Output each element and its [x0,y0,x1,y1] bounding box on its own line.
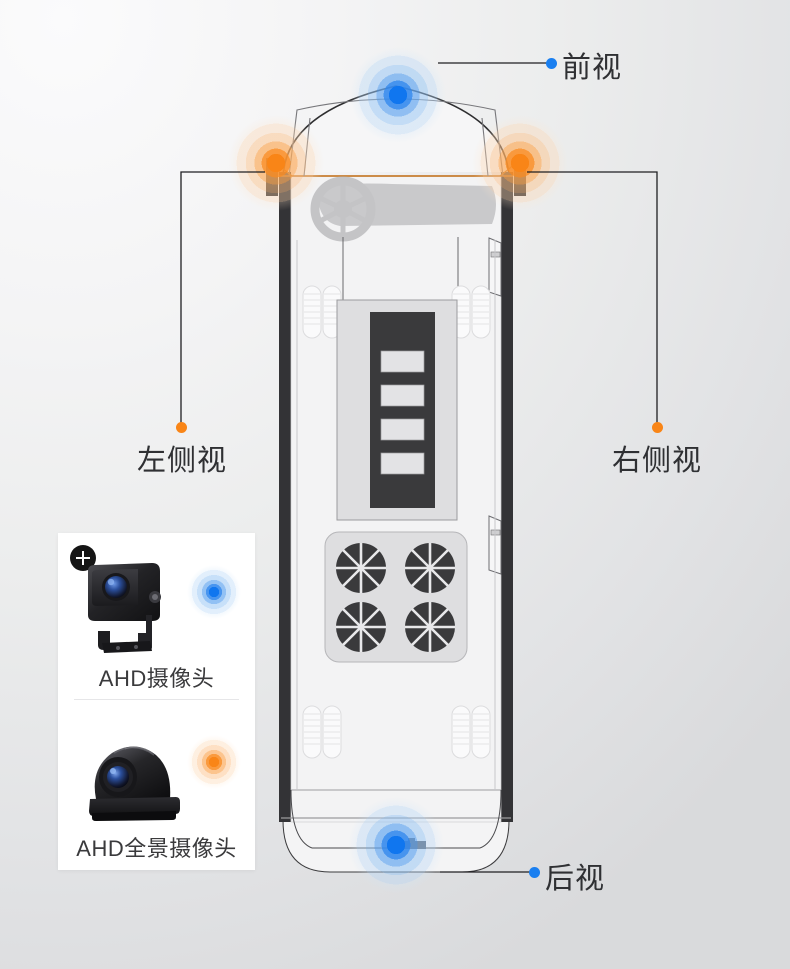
left-camera-halo [228,115,324,211]
camera-product-panel: AHD摄像头 [58,533,255,870]
callout-label-left: 左侧视 [137,445,228,477]
right-callout-dot [652,422,663,433]
fan-unit-cluster [324,531,468,663]
ahd-camera-caption: AHD摄像头 [98,666,215,691]
rear-callout-dot [529,867,540,878]
panel-divider [74,699,239,700]
seating-block [336,299,458,521]
right-camera-halo [472,115,568,211]
wheels [302,285,491,759]
callout-label-front: 前视 [562,52,623,84]
callout-label-rear: 后视 [545,863,606,895]
front-camera-halo [350,47,446,143]
left-callout-dot [176,422,187,433]
ahd-panoramic-camera-caption: AHD全景摄像头 [76,836,237,861]
ahd-panoramic-camera-signal-halo [187,735,241,789]
front-callout-dot [546,58,557,69]
rear-camera-halo [348,797,444,893]
ahd-camera-image [88,563,161,653]
body-guide-lines [296,240,496,790]
ahd-camera-signal-halo [187,565,241,619]
callout-label-right: 右侧视 [612,445,703,477]
ahd-panoramic-camera-image [89,746,180,821]
